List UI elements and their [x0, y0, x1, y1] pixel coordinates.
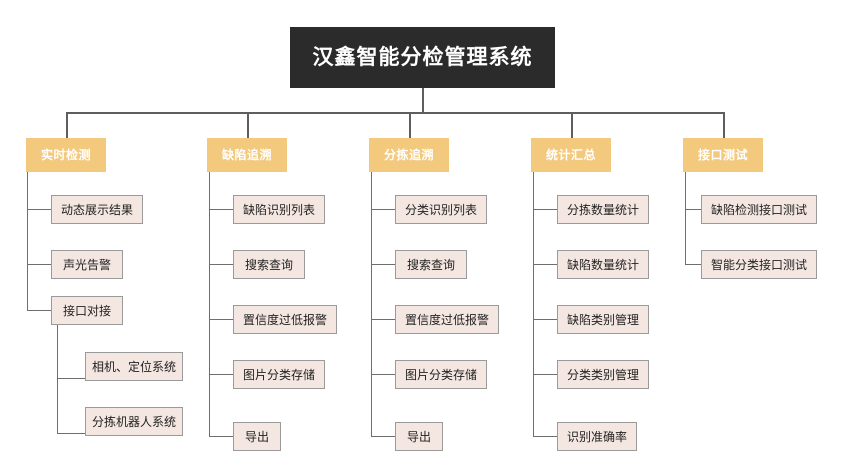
leaf-node-col1-sub1[interactable]: 相机、定位系统 — [85, 352, 183, 381]
leaf-node-col1-item2[interactable]: 声光告警 — [51, 250, 123, 279]
leaf-node-col2-item3[interactable]: 置信度过低报警 — [233, 305, 337, 334]
leaf-node-col3-item4[interactable]: 图片分类存储 — [395, 360, 487, 389]
leaf-node-col5-item1[interactable]: 缺陷检测接口测试 — [701, 195, 817, 224]
leaf-label-col3-item4: 图片分类存储 — [405, 367, 478, 382]
connector-root-stem — [422, 88, 424, 112]
leaf-label-col1-sub1: 相机、定位系统 — [92, 359, 177, 374]
category-node-3[interactable]: 分拣追溯 — [369, 138, 449, 172]
leaf-label-col3-item5: 导出 — [406, 429, 431, 444]
connector-branch-col3-item2 — [371, 264, 395, 265]
leaf-node-col4-item1[interactable]: 分拣数量统计 — [557, 195, 649, 224]
connector-branch-col1-item1 — [27, 209, 51, 210]
connector-branch-col1-sub1 — [57, 378, 85, 379]
connector-spine-col1 — [27, 172, 28, 310]
category-label-5: 接口测试 — [697, 148, 748, 162]
leaf-label-col2-item4: 图片分类存储 — [243, 367, 316, 382]
leaf-label-col4-item3: 缺陷类别管理 — [567, 312, 640, 327]
leaf-label-col4-item5: 识别准确率 — [567, 429, 628, 444]
connector-branch-col2-item1 — [209, 209, 233, 210]
connector-branch-col4-item4 — [533, 374, 557, 375]
leaf-label-col3-item2: 搜索查询 — [406, 257, 455, 272]
category-label-2: 缺陷追溯 — [221, 148, 272, 162]
category-label-3: 分拣追溯 — [383, 148, 434, 162]
leaf-node-col4-item3[interactable]: 缺陷类别管理 — [557, 305, 649, 334]
connector-branch-col1-item3 — [27, 310, 51, 311]
leaf-label-col1-item3: 接口对接 — [62, 303, 111, 318]
connector-main-bus — [66, 112, 723, 114]
leaf-node-col4-item2[interactable]: 缺陷数量统计 — [557, 250, 649, 279]
connector-branch-col2-item5 — [209, 436, 233, 437]
category-node-4[interactable]: 统计汇总 — [531, 138, 611, 172]
leaf-node-col2-item1[interactable]: 缺陷识别列表 — [233, 195, 325, 224]
leaf-label-col2-item2: 搜索查询 — [244, 257, 293, 272]
connector-branch-col4-item5 — [533, 436, 557, 437]
connector-drop-col4 — [571, 112, 573, 138]
leaf-label-col2-item3: 置信度过低报警 — [243, 312, 328, 327]
connector-spine-col4 — [533, 172, 534, 436]
connector-branch-col5-item2 — [685, 264, 701, 265]
category-node-1[interactable]: 实时检测 — [26, 138, 106, 172]
leaf-node-col5-item2[interactable]: 智能分类接口测试 — [701, 250, 817, 279]
leaf-node-col1-item3[interactable]: 接口对接 — [51, 296, 123, 325]
connector-spine-col1-sub — [57, 325, 58, 433]
category-label-1: 实时检测 — [40, 148, 91, 162]
connector-branch-col4-item3 — [533, 319, 557, 320]
leaf-node-col3-item2[interactable]: 搜索查询 — [395, 250, 467, 279]
leaf-node-col2-item2[interactable]: 搜索查询 — [233, 250, 305, 279]
connector-spine-col3 — [371, 172, 372, 436]
connector-branch-col1-sub2 — [57, 433, 85, 434]
leaf-node-col2-item5[interactable]: 导出 — [233, 422, 281, 451]
connector-branch-col4-item2 — [533, 264, 557, 265]
connector-drop-col3 — [409, 112, 411, 138]
root-node-title[interactable]: 汉鑫智能分检管理系统 — [290, 27, 555, 88]
connector-drop-col1 — [66, 112, 68, 138]
connector-drop-col2 — [247, 112, 249, 138]
leaf-node-col3-item3[interactable]: 置信度过低报警 — [395, 305, 499, 334]
leaf-node-col1-sub2[interactable]: 分拣机器人系统 — [85, 407, 183, 436]
leaf-label-col3-item1: 分类识别列表 — [405, 202, 478, 217]
leaf-label-col5-item1: 缺陷检测接口测试 — [711, 202, 808, 217]
connector-branch-col2-item3 — [209, 319, 233, 320]
leaf-label-col4-item4: 分类类别管理 — [567, 367, 640, 382]
connector-branch-col5-item1 — [685, 209, 701, 210]
connector-branch-col3-item4 — [371, 374, 395, 375]
root-node-label: 汉鑫智能分检管理系统 — [312, 45, 533, 69]
connector-drop-col5 — [723, 112, 725, 138]
leaf-label-col3-item3: 置信度过低报警 — [405, 312, 490, 327]
connector-spine-col5 — [685, 172, 686, 264]
leaf-label-col2-item5: 导出 — [244, 429, 269, 444]
connector-branch-col2-item2 — [209, 264, 233, 265]
leaf-node-col3-item5[interactable]: 导出 — [395, 422, 443, 451]
connector-branch-col3-item1 — [371, 209, 395, 210]
leaf-node-col3-item1[interactable]: 分类识别列表 — [395, 195, 487, 224]
category-node-5[interactable]: 接口测试 — [683, 138, 763, 172]
category-node-2[interactable]: 缺陷追溯 — [207, 138, 287, 172]
connector-branch-col3-item3 — [371, 319, 395, 320]
leaf-label-col1-item1: 动态展示结果 — [61, 202, 134, 217]
connector-branch-col2-item4 — [209, 374, 233, 375]
connector-spine-col2 — [209, 172, 210, 436]
leaf-label-col4-item1: 分拣数量统计 — [567, 202, 640, 217]
leaf-node-col2-item4[interactable]: 图片分类存储 — [233, 360, 325, 389]
leaf-label-col1-item2: 声光告警 — [62, 257, 111, 272]
leaf-node-col4-item5[interactable]: 识别准确率 — [557, 422, 637, 451]
connector-branch-col4-item1 — [533, 209, 557, 210]
category-label-4: 统计汇总 — [545, 148, 596, 162]
leaf-label-col1-sub2: 分拣机器人系统 — [92, 414, 177, 429]
leaf-label-col2-item1: 缺陷识别列表 — [243, 202, 316, 217]
connector-branch-col3-item5 — [371, 436, 395, 437]
leaf-node-col1-item1[interactable]: 动态展示结果 — [51, 195, 143, 224]
leaf-node-col4-item4[interactable]: 分类类别管理 — [557, 360, 649, 389]
connector-branch-col1-item2 — [27, 264, 51, 265]
leaf-label-col5-item2: 智能分类接口测试 — [711, 257, 808, 272]
leaf-label-col4-item2: 缺陷数量统计 — [567, 257, 640, 272]
